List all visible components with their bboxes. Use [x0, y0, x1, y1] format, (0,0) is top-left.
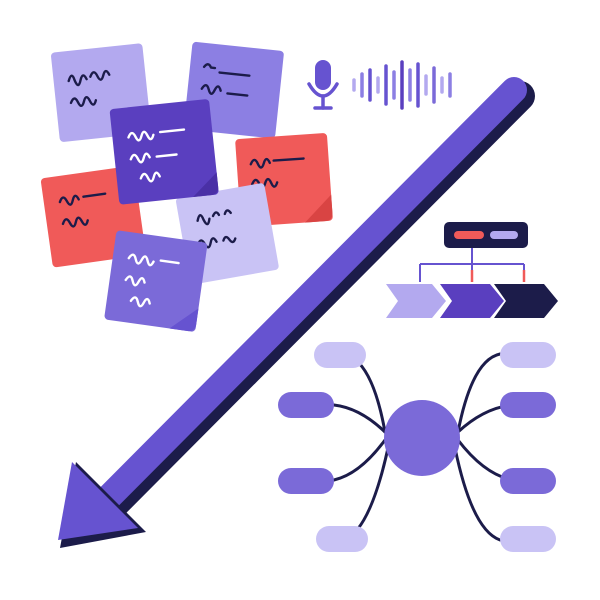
- sticky-note-icon: [104, 230, 208, 332]
- mind-map-branch: [500, 342, 556, 368]
- mind-map-branch: [278, 392, 334, 418]
- mind-map-branch: [278, 468, 334, 494]
- mind-map-branch: [316, 526, 368, 552]
- mind-map-center: [384, 400, 460, 476]
- sticky-note-icon: [109, 99, 219, 205]
- mind-map-branch: [314, 342, 366, 368]
- mind-map-branch: [500, 392, 556, 418]
- arrow-icon: [58, 77, 535, 548]
- mind-map-branch: [500, 468, 556, 494]
- mind-map-icon: [278, 342, 556, 552]
- sticky-notes-cluster: [40, 41, 333, 332]
- sound-wave-icon: [352, 60, 452, 110]
- flowchart-icon: [386, 222, 558, 318]
- microphone-icon: [307, 60, 339, 110]
- mind-map-branch: [500, 526, 556, 552]
